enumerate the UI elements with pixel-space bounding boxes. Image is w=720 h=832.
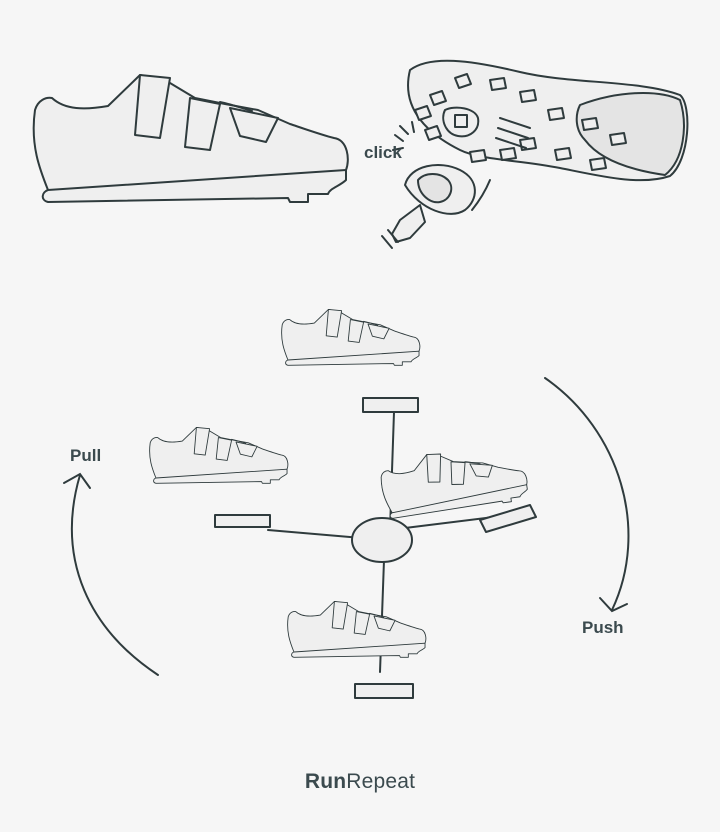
crank-assembly [214, 397, 537, 699]
brand-part1: Run [304, 770, 347, 793]
brand-part2: Repeat [346, 770, 416, 793]
shoe-position-top [281, 308, 421, 366]
brand-logo: RunRepeat [0, 770, 720, 794]
pull-label: Pull [70, 446, 102, 465]
shoe-position-bottom [287, 600, 427, 658]
shoe-position-left [149, 426, 289, 484]
shoe-sole-view [407, 59, 689, 182]
pull-arrow [63, 472, 159, 676]
click-burst-icon [392, 121, 415, 151]
shoe-position-right [377, 440, 531, 520]
side-view-shoe [32, 74, 349, 203]
push-label: Push [582, 618, 624, 637]
clipless-pedal [381, 164, 491, 249]
push-arrow [544, 377, 630, 613]
click-label: click [364, 143, 402, 162]
